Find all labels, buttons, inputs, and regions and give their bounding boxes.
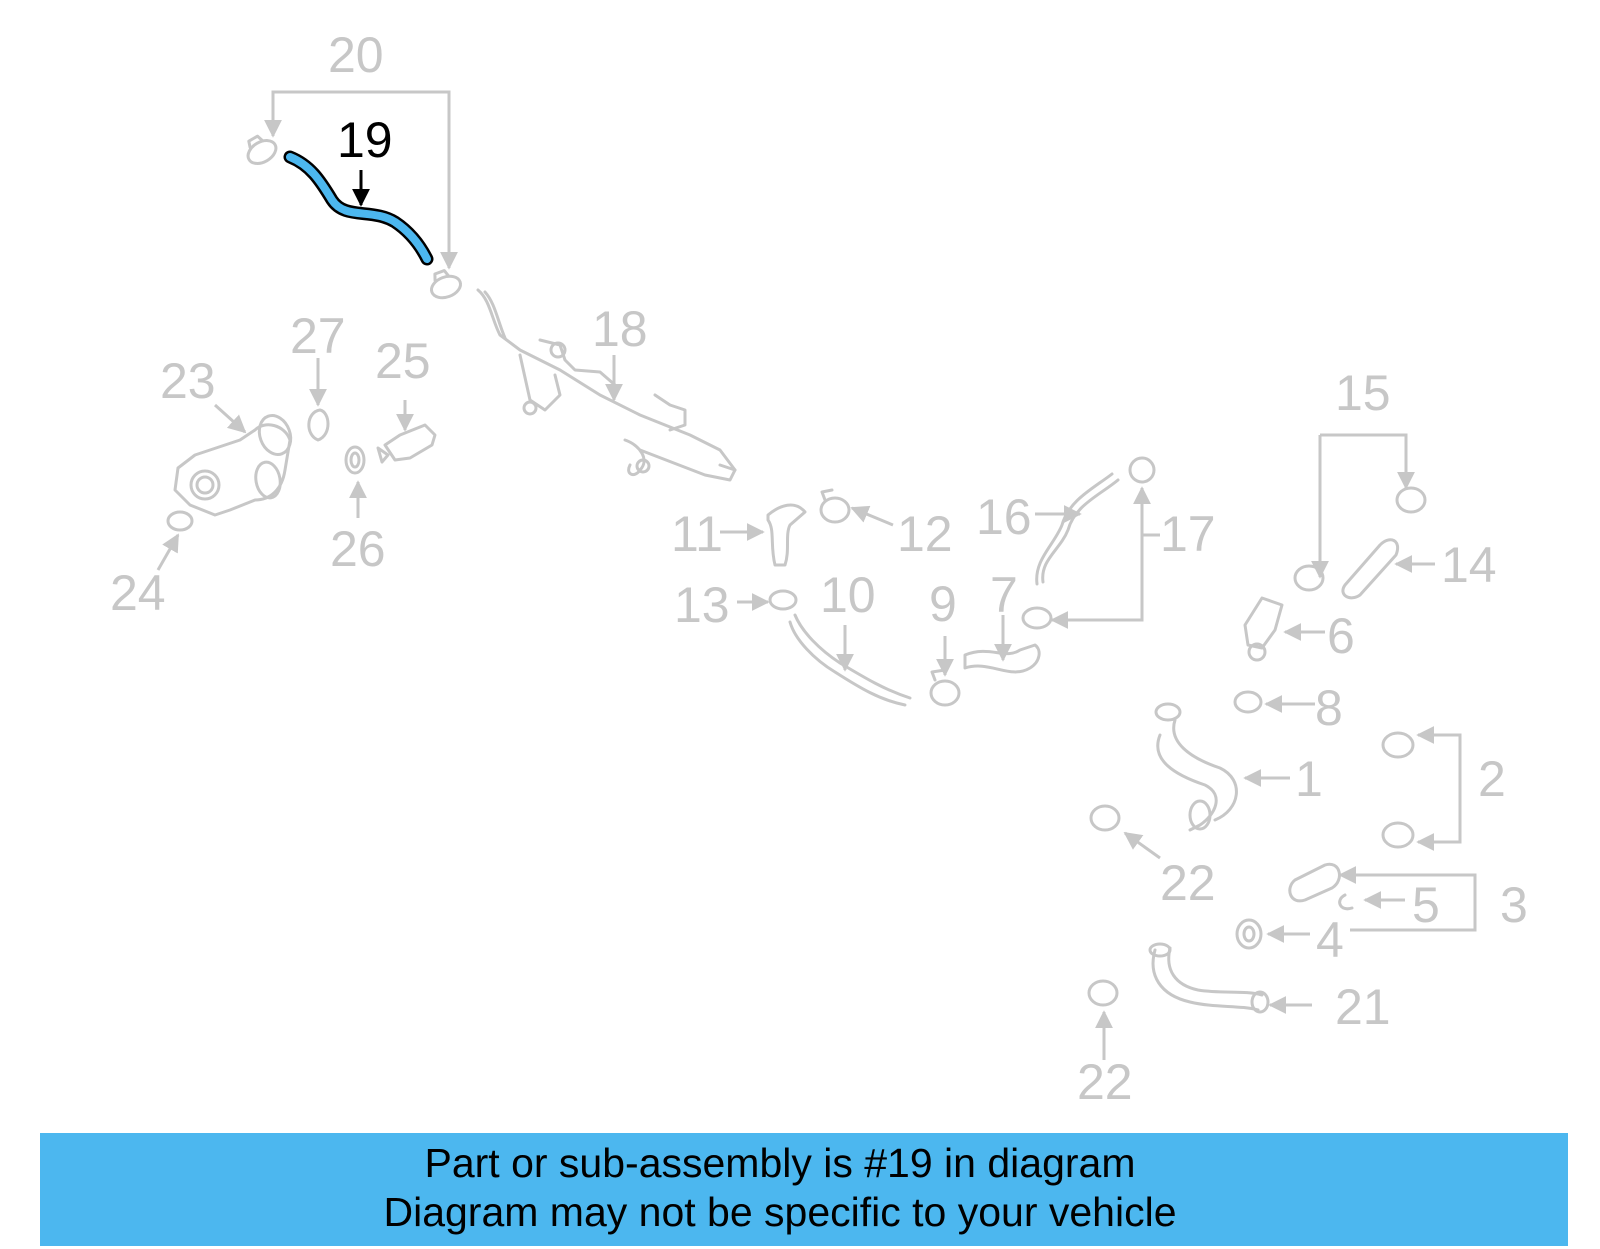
callout-1: 1 <box>1295 751 1323 807</box>
part-1-hose <box>1154 702 1290 832</box>
clamp-20-b <box>429 269 463 300</box>
part-27-clip <box>307 358 330 442</box>
part-14-hose <box>1341 538 1435 600</box>
callout-6: 6 <box>1327 608 1355 664</box>
part-23-housing <box>173 403 293 517</box>
part-25-sensor <box>376 400 437 464</box>
banner-line-1: Part or sub-assembly is #19 in diagram <box>424 1140 1136 1186</box>
callout-17: 17 <box>1160 506 1216 562</box>
part-17-group <box>1021 456 1160 630</box>
callout-9: 9 <box>929 576 957 632</box>
part-16-hose <box>1035 472 1120 586</box>
callout-4: 4 <box>1316 912 1344 968</box>
part-21-hose <box>1148 942 1312 1014</box>
banner-line-2: Diagram may not be specific to your vehi… <box>383 1189 1177 1235</box>
part-18-pipe-assembly <box>476 288 737 482</box>
callout-14: 14 <box>1441 537 1497 593</box>
part-22-clamp-b <box>1087 979 1119 1060</box>
part-3-group <box>1288 862 1477 932</box>
part-20-group <box>246 90 463 300</box>
part-4-washer <box>1235 918 1310 950</box>
callout-labels: 20 19 18 27 25 23 26 24 11 12 13 10 9 7 … <box>110 27 1528 1110</box>
callout-20: 20 <box>328 27 384 83</box>
callout-13: 13 <box>674 577 730 633</box>
part-13-clamp <box>737 589 798 611</box>
part-22-clamp-a <box>1089 804 1161 860</box>
part-19-hose[interactable] <box>283 150 434 266</box>
callout-23: 23 <box>160 353 216 409</box>
callout-5: 5 <box>1412 877 1440 933</box>
callout-19[interactable]: 19 <box>337 112 393 168</box>
callout-26: 26 <box>330 521 386 577</box>
part-8-clamp <box>1233 690 1315 714</box>
callout-8: 8 <box>1315 680 1343 736</box>
callout-16: 16 <box>976 489 1032 545</box>
callout-7: 7 <box>990 567 1018 623</box>
info-banner: Part or sub-assembly is #19 in diagram D… <box>40 1133 1568 1246</box>
part-12-clamp <box>819 488 894 527</box>
callout-15: 15 <box>1335 365 1391 421</box>
callout-25: 25 <box>375 333 431 389</box>
part-24-oring <box>156 510 194 571</box>
callout-2: 2 <box>1478 751 1506 807</box>
callout-22-lower: 22 <box>1077 1054 1133 1110</box>
callout-24: 24 <box>110 565 166 621</box>
callout-10: 10 <box>820 567 876 623</box>
clamp-20-a <box>246 134 278 165</box>
part-26-washer <box>344 445 367 518</box>
callout-3: 3 <box>1500 877 1528 933</box>
callout-27: 27 <box>290 308 346 364</box>
callout-21: 21 <box>1335 979 1391 1035</box>
part-10-hose <box>788 613 912 707</box>
callout-18: 18 <box>592 301 648 357</box>
callout-11: 11 <box>671 506 723 562</box>
part-2-group <box>1381 726 1462 851</box>
callout-22-upper: 22 <box>1160 855 1216 911</box>
part-11-elbow <box>720 503 807 567</box>
callout-12: 12 <box>897 506 953 562</box>
part-6-fitting <box>1243 596 1325 662</box>
part-15-group <box>1293 433 1427 592</box>
part-7-hose <box>963 615 1041 674</box>
part-9-clamp <box>929 636 961 707</box>
